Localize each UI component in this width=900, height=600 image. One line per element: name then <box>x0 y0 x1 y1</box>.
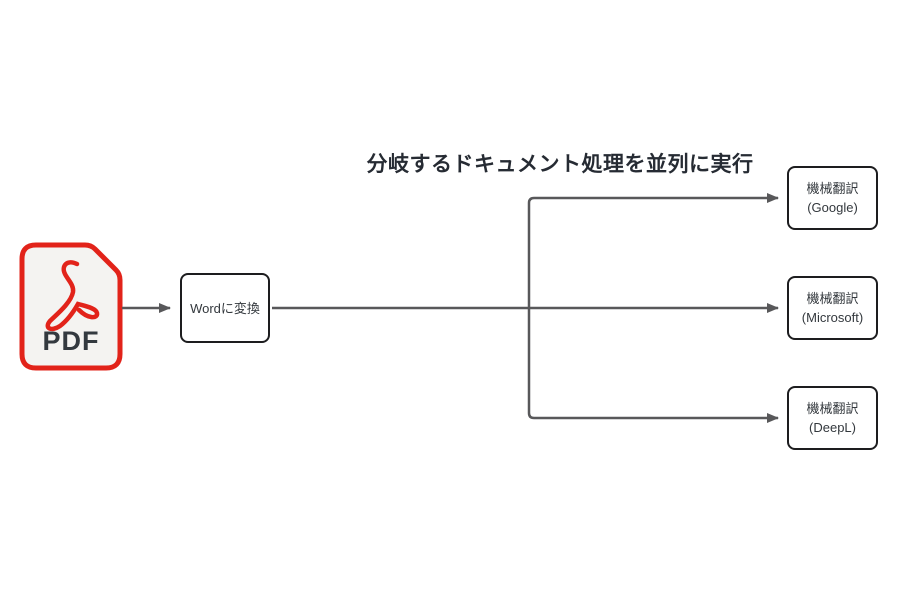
node-translate-microsoft-line1: 機械翻訳 <box>806 291 859 306</box>
node-translate-google-line1: 機械翻訳 <box>806 181 859 196</box>
pdf-file-label: PDF <box>42 326 100 356</box>
node-translate-deepl: 機械翻訳 (DeepL) <box>787 386 878 450</box>
pdf-file-icon <box>19 242 123 371</box>
node-word-convert: Wordに変換 <box>180 273 270 343</box>
node-translate-google: 機械翻訳 (Google) <box>787 166 878 230</box>
node-translate-deepl-line2: (DeepL) <box>809 420 856 435</box>
node-translate-microsoft: 機械翻訳 (Microsoft) <box>787 276 878 340</box>
node-translate-deepl-line1: 機械翻訳 <box>806 401 859 416</box>
connector-branch-to-google <box>527 193 779 308</box>
node-word-convert-label: Wordに変換 <box>190 300 260 316</box>
acrobat-swirl-icon <box>45 260 100 332</box>
node-translate-google-line2: (Google) <box>807 200 858 215</box>
connector-branch-to-deepl <box>527 308 779 423</box>
diagram-title: 分岐するドキュメント処理を並列に実行 <box>366 153 754 176</box>
node-translate-microsoft-line2: (Microsoft) <box>801 310 864 325</box>
